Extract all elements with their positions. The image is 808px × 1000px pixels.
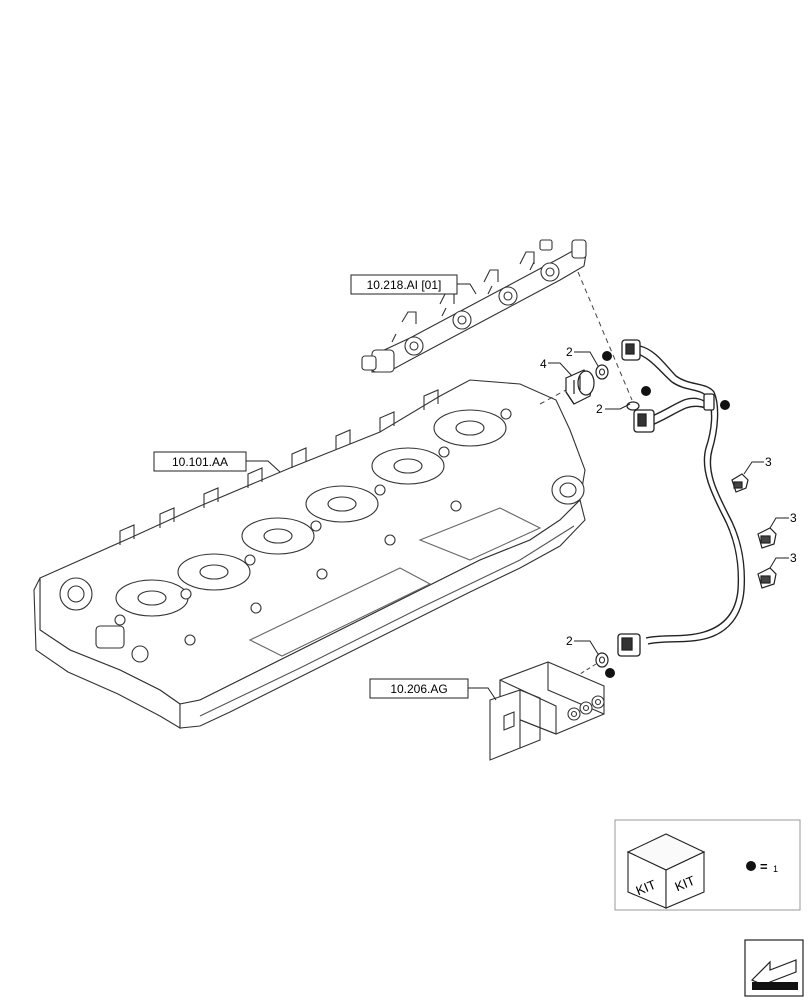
callout-clip-c[interactable]: 3: [769, 551, 797, 569]
clip-c[interactable]: [757, 567, 777, 589]
callout-washer-top-label: 2: [566, 345, 573, 359]
callout-clip-b[interactable]: 3: [769, 511, 797, 529]
washer-top[interactable]: [595, 364, 609, 380]
reference-bracket-label: 10.206.AG: [390, 682, 447, 696]
kit-legend: KIT KIT = 1: [614, 819, 801, 911]
return-arrow-icon: [750, 959, 798, 990]
fuel-rail[interactable]: [361, 239, 587, 373]
bracket-leader-line: [579, 663, 597, 675]
pressure-sensor[interactable]: [565, 369, 595, 405]
callout-clip-c-label: 3: [790, 551, 797, 565]
kit-dot-junction: [720, 400, 730, 410]
kit-legend-quantity: 1: [773, 864, 778, 874]
cylinder-head[interactable]: [33, 379, 586, 729]
kit-legend-dot: [746, 861, 756, 871]
reference-fuel-rail-label: 10.218.AI [01]: [367, 278, 442, 292]
harness-junction[interactable]: [703, 393, 715, 411]
reference-cylinder-head-label: 10.101.AA: [172, 455, 228, 469]
clip-b[interactable]: [757, 527, 777, 549]
callout-clip-b-label: 3: [790, 511, 797, 525]
kit-dot-top: [602, 351, 612, 361]
washer-bottom[interactable]: [595, 652, 609, 668]
callout-sensor[interactable]: 4: [540, 357, 573, 377]
reference-cylinder-head[interactable]: 10.101.AA: [153, 451, 281, 473]
reference-fuel-rail[interactable]: 10.218.AI [01]: [350, 274, 477, 295]
reference-bracket[interactable]: 10.206.AG: [369, 678, 497, 701]
kit-dot-mid: [641, 386, 651, 396]
callout-washer-bottom[interactable]: 2: [566, 634, 599, 655]
kit-cube-left-label: KIT: [634, 877, 658, 899]
washer-mid[interactable]: [626, 401, 640, 411]
callout-washer-mid-label: 2: [596, 402, 603, 416]
kit-cube-icon: [626, 833, 706, 909]
kit-dot-bottom: [605, 668, 615, 678]
clip-a[interactable]: [731, 473, 749, 493]
mounting-bracket[interactable]: [489, 661, 605, 761]
harness-connector-top[interactable]: [621, 339, 641, 361]
callout-clip-a-label: 3: [765, 455, 772, 469]
harness-connector-bottom[interactable]: [617, 633, 641, 657]
page-navigation-button[interactable]: [744, 939, 804, 997]
callout-washer-top[interactable]: 2: [566, 345, 599, 367]
harness-connector-mid[interactable]: [633, 409, 655, 433]
kit-cube-right-label: KIT: [673, 873, 697, 895]
callout-washer-mid[interactable]: 2: [596, 402, 631, 416]
callout-clip-a[interactable]: 3: [743, 455, 772, 475]
kit-legend-equals: =: [760, 859, 768, 874]
callout-washer-bottom-label: 2: [566, 634, 573, 648]
head-leader-line: [539, 389, 567, 405]
callout-sensor-label: 4: [540, 357, 547, 371]
